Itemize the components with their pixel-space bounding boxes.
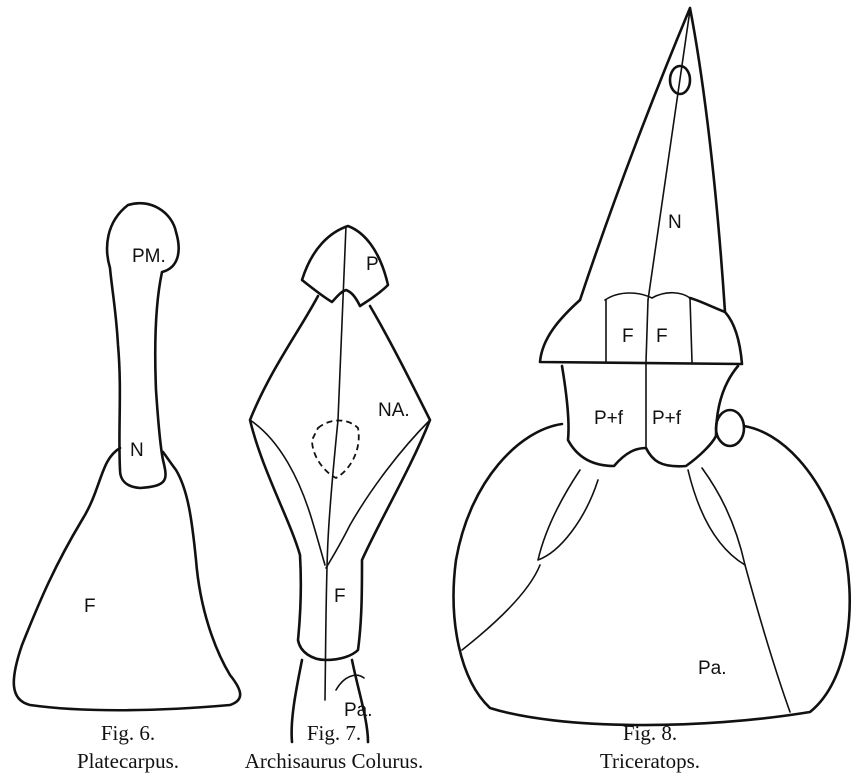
fig6-platecarpus: PM. N F Fig. 6. Platecarpus. [14,203,240,773]
fig7-archisaurus: P NA. F Pa. Fig. 7. Archisaurus Colurus. [245,226,430,773]
fig8-label-pa: Pa. [698,658,727,679]
fig8-parietal-block [562,366,738,466]
fig7-parietal-left [292,660,302,742]
fig8-label-f-right: F [656,326,668,347]
fig7-label-p: P [366,254,379,275]
fig8-frill-left-fenestra [538,470,598,560]
fig8-label-pf-right: P+f [652,408,682,429]
fig7-midline-suture [338,226,346,420]
fig6-label-f: F [84,596,96,617]
fig8-label-f-left: F [622,326,634,347]
fig8-orbit-foramen [716,410,744,446]
fig8-frontal-suture-right [690,298,692,362]
fig8-label-pf-left: P+f [594,408,624,429]
fig8-frontal-band [540,298,742,364]
fig8-frill-right-suture [745,565,790,712]
fig8-frill-right-fenestra [688,468,745,565]
fig7-pa-bulge [336,675,364,690]
fig6-label-n: N [130,440,144,461]
fig7-nasal-left-edge [250,420,325,565]
fig7-caption-number: Fig. 7. [307,721,361,745]
fig8-caption-number: Fig. 8. [623,721,677,745]
fig6-frontal-outline [14,448,240,710]
fig8-frill-left-suture [462,565,540,650]
fig6-label-pm: PM. [132,246,166,267]
fig7-label-f: F [334,586,346,607]
fig8-frontal-suture-mid [646,300,648,362]
fig8-nasal-inner [648,10,690,300]
fig7-caption-name: Archisaurus Colurus. [245,749,423,773]
fig8-caption-name: Triceratops. [600,749,700,773]
fig7-label-pa: Pa. [344,700,373,721]
fig8-frill-outline [454,424,850,725]
fig8-triceratops: N F F P+f P+f Pa. Fig. 8. Triceratops. [454,8,850,773]
fig7-label-na: NA. [378,400,410,421]
fig6-caption-name: Platecarpus. [77,749,179,773]
fig6-caption-number: Fig. 6. [101,721,155,745]
fig7-nasal-right-edge [326,420,430,568]
fig8-label-n: N [668,212,682,233]
